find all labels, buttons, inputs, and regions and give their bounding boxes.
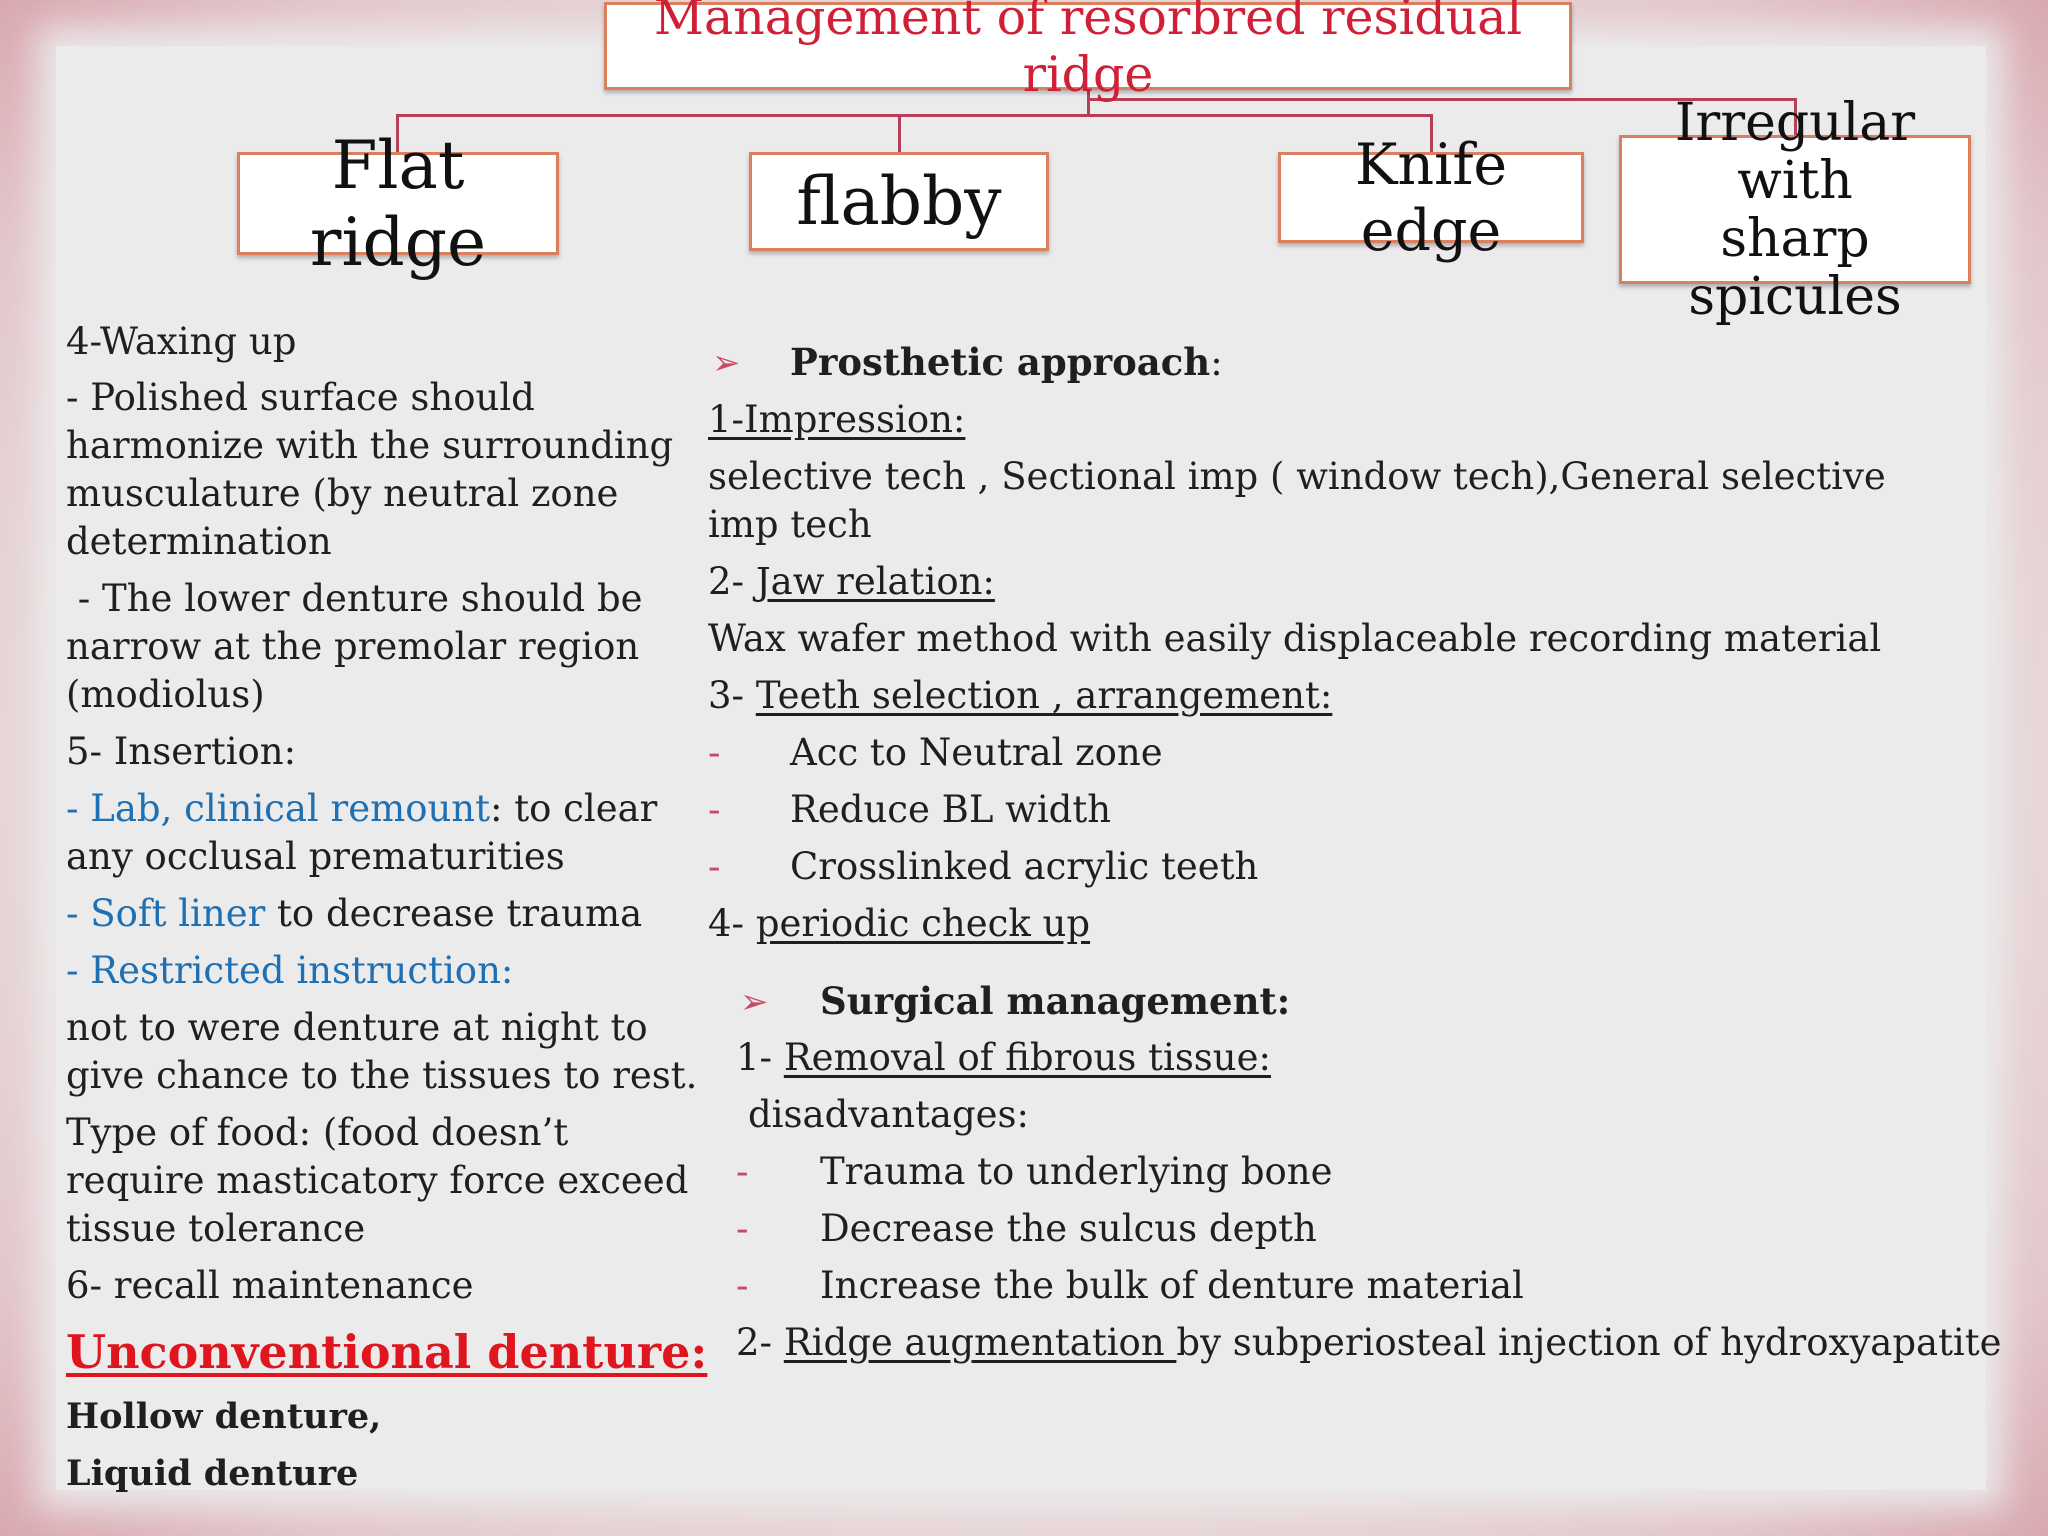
- teeth-number: 3-: [708, 674, 756, 717]
- prosthetic-heading: Prosthetic approach:: [790, 338, 1223, 387]
- insertion-heading: 5- Insertion:: [66, 730, 297, 773]
- food-line-1: Type of food: (food doesn’t: [66, 1111, 569, 1154]
- teeth-dash-1: -: [708, 731, 721, 774]
- removal-heading: Removal of fibrous tissue:: [783, 1036, 1271, 1079]
- jaw-number: 2-: [708, 560, 756, 603]
- prosthetic-heading-row: ➢: [712, 338, 741, 387]
- connector-trunk: [1087, 88, 1090, 116]
- category-box-flat-ridge: Flat ridge: [237, 127, 559, 281]
- restricted-instruction: - Restricted instruction:: [66, 949, 514, 992]
- connector-drop-knife: [1430, 114, 1433, 154]
- disadv-dash-2: -: [736, 1207, 749, 1250]
- hollow-denture: Hollow denture,: [66, 1396, 382, 1437]
- category-box-flabby: flabby: [749, 152, 1049, 251]
- remount-highlight: - Lab, clinical remount: [66, 787, 491, 830]
- waxing-line-3: musculature (by neutral zone: [66, 472, 619, 515]
- arrow-bullet-icon: ➢: [712, 343, 741, 383]
- waxing-line-1: - Polished surface should: [66, 376, 535, 419]
- food-line-2: require masticatory force exceed: [66, 1159, 689, 1202]
- remount-line-1: - Lab, clinical remount: to clear: [66, 785, 657, 833]
- jaw-relation-heading: Jaw relation:: [755, 560, 995, 603]
- waxing-line-2: harmonize with the surrounding: [66, 424, 674, 467]
- recall-maintenance: 6- recall maintenance: [66, 1264, 474, 1307]
- prosthetic-label: Prosthetic approach: [790, 340, 1211, 384]
- waxing-line-4: determination: [66, 520, 332, 563]
- liner-highlight: - Soft liner: [66, 892, 266, 935]
- slide-panel: [56, 46, 1986, 1490]
- teeth-dash-2: -: [708, 788, 721, 831]
- connector-drop-irregular: [1794, 98, 1797, 136]
- surgical-heading: Surgical management:: [820, 979, 1291, 1023]
- liquid-denture: Liquid denture: [66, 1453, 359, 1494]
- disadv-item-3: Increase the bulk of denture material: [820, 1264, 1524, 1307]
- category-flat-ridge: Flat ridge: [309, 126, 487, 281]
- category-irregular-line1: Irregular with: [1674, 92, 1916, 211]
- wax-wafer-text: Wax wafer method with easily displaceabl…: [708, 617, 1882, 660]
- night-line-1: not to were denture at night to: [66, 1006, 648, 1049]
- teeth-item-2: Reduce BL width: [790, 788, 1112, 831]
- teeth-heading: Teeth selection , arrangement:: [755, 674, 1333, 717]
- ridge-heading: Ridge augmentation: [783, 1321, 1177, 1364]
- liner-rest: to decrease trauma: [265, 892, 643, 935]
- prosthetic-colon: :: [1210, 341, 1223, 384]
- category-knife-edge: Knife edge: [1354, 131, 1508, 264]
- impression-heading: 1-Impression:: [708, 398, 966, 441]
- category-flabby: flabby: [796, 163, 1002, 240]
- surgical-arrow-row: ➢: [740, 977, 769, 1026]
- arrow-bullet-icon: ➢: [740, 982, 769, 1022]
- waxing-heading: 4-Waxing up: [66, 320, 297, 363]
- ridge-augmentation-row: 2- Ridge augmentation by subperiosteal i…: [736, 1319, 2002, 1367]
- liner-line: - Soft liner to decrease trauma: [66, 890, 642, 938]
- diagram-title: Management of resorbred residual ridge: [653, 0, 1523, 103]
- category-irregular-line2: sharp spicules: [1688, 208, 1902, 327]
- teeth-item-1: Acc to Neutral zone: [790, 731, 1163, 774]
- disadv-dash-1: -: [736, 1150, 749, 1193]
- waxing-line-5: - The lower denture should be: [66, 577, 643, 620]
- teeth-row: 3- Teeth selection , arrangement:: [708, 672, 1332, 720]
- teeth-item-3: Crosslinked acrylic teeth: [790, 845, 1259, 888]
- ridge-rest: by subperiosteal injection of hydroxyapa…: [1176, 1321, 2002, 1364]
- periodic-number: 4-: [708, 902, 756, 945]
- disadv-item-2: Decrease the sulcus depth: [820, 1207, 1317, 1250]
- remount-line-2: any occlusal prematurities: [66, 835, 565, 878]
- night-line-2: give chance to the tissues to rest.: [66, 1054, 698, 1097]
- remount-rest: : to clear: [490, 787, 658, 830]
- connector-main-horizontal: [396, 114, 1432, 117]
- waxing-line-6: narrow at the premolar region: [66, 625, 640, 668]
- impression-text-2: imp tech: [708, 503, 872, 546]
- disadvantages-label: disadvantages:: [748, 1093, 1030, 1136]
- category-box-irregular: Irregular with sharp spicules: [1619, 94, 1971, 326]
- impression-text-1: selective tech , Sectional imp ( window …: [708, 455, 1886, 498]
- periodic-heading: periodic check up: [755, 902, 1091, 945]
- disadv-item-1: Trauma to underlying bone: [820, 1150, 1333, 1193]
- removal-row: 1- Removal of fibrous tissue:: [736, 1034, 1271, 1082]
- connector-drop-flat: [396, 114, 399, 154]
- category-box-knife-edge: Knife edge: [1278, 132, 1584, 264]
- waxing-line-7: (modiolus): [66, 673, 265, 716]
- title-box: Management of resorbred residual ridge: [604, 0, 1572, 103]
- connector-drop-flabby: [898, 114, 901, 154]
- jaw-relation-row: 2- Jaw relation:: [708, 558, 995, 606]
- food-line-3: tissue tolerance: [66, 1207, 366, 1250]
- ridge-number: 2-: [736, 1321, 784, 1364]
- unconventional-heading: Unconventional denture:: [66, 1325, 708, 1379]
- teeth-dash-3: -: [708, 845, 721, 888]
- connector-right-horizontal: [1087, 98, 1797, 101]
- disadv-dash-3: -: [736, 1264, 749, 1307]
- removal-number: 1-: [736, 1036, 784, 1079]
- periodic-row: 4- periodic check up: [708, 900, 1090, 948]
